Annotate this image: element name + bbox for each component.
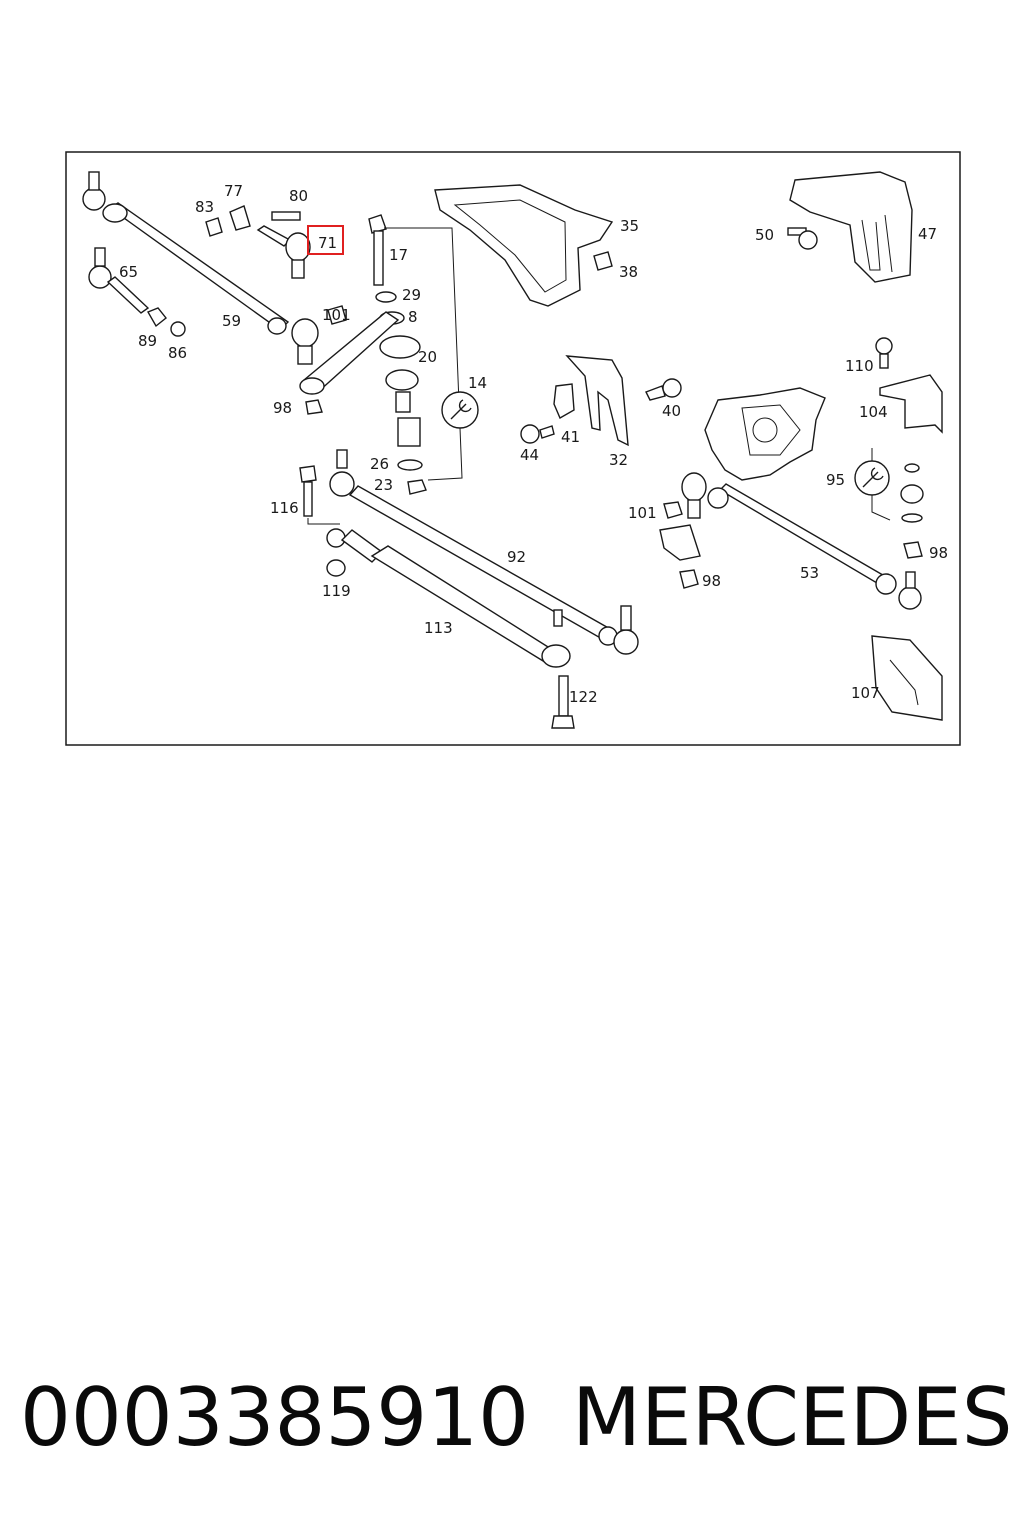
tie-rod-53 xyxy=(663,472,923,610)
callout: 41 xyxy=(561,428,580,446)
callout: 17 xyxy=(389,246,408,264)
callout: 83 xyxy=(195,198,214,216)
ball-joint-71 xyxy=(205,205,311,279)
callout: 92 xyxy=(507,548,526,566)
bolt-122 xyxy=(551,675,575,729)
callout: 98 xyxy=(273,399,292,417)
bracket-47 xyxy=(787,171,913,283)
callout: 47 xyxy=(918,225,937,243)
callout: 40 xyxy=(662,402,681,420)
callout: 101 xyxy=(322,306,351,324)
idler-arm-stack xyxy=(299,291,427,495)
bracket-104 xyxy=(875,337,943,434)
wrench-icon-95 xyxy=(854,460,890,496)
callout: 53 xyxy=(800,564,819,582)
callout: 20 xyxy=(418,348,437,366)
callout: 65 xyxy=(119,263,138,281)
callout: 14 xyxy=(468,374,487,392)
bolt-116 xyxy=(299,465,317,517)
callout: 98 xyxy=(929,544,948,562)
callout: 32 xyxy=(609,451,628,469)
callout: 98 xyxy=(702,572,721,590)
callout: 101 xyxy=(628,504,657,522)
callout: 116 xyxy=(270,499,299,517)
callout-labels: 83 77 80 71 17 35 38 50 47 65 59 89 86 1… xyxy=(119,182,948,706)
tie-rod-upper xyxy=(82,171,319,365)
splash-shield-35 xyxy=(434,184,614,307)
callout: 35 xyxy=(620,217,639,235)
callout: 110 xyxy=(845,357,874,375)
part-number: 0003385910 xyxy=(20,1371,529,1464)
callout: 89 xyxy=(138,332,157,350)
brand-name: MERCEDES xyxy=(572,1371,1013,1464)
callout-highlighted: 71 xyxy=(318,234,337,252)
callout: 113 xyxy=(424,619,453,637)
bracket-32 xyxy=(520,355,682,447)
shield-107 xyxy=(871,635,943,721)
callout: 86 xyxy=(168,344,187,362)
callout: 95 xyxy=(826,471,845,489)
bolt-17 xyxy=(368,214,387,286)
wrench-icon-14 xyxy=(441,391,479,429)
callout: 38 xyxy=(619,263,638,281)
callout: 122 xyxy=(569,688,598,706)
callout: 104 xyxy=(859,403,888,421)
callout: 107 xyxy=(851,684,880,702)
callout: 44 xyxy=(520,446,539,464)
highlight-box xyxy=(307,225,344,255)
callout: 29 xyxy=(402,286,421,304)
callout: 80 xyxy=(289,187,308,205)
steering-damper-113 xyxy=(326,528,571,668)
callout: 8 xyxy=(408,308,418,326)
callout: 50 xyxy=(755,226,774,244)
drag-link-92 xyxy=(329,449,639,655)
callout: 119 xyxy=(322,582,351,600)
steering-gear xyxy=(659,387,826,561)
tie-rod-end-65 xyxy=(88,247,186,337)
callout: 59 xyxy=(222,312,241,330)
callout: 23 xyxy=(374,476,393,494)
callout: 26 xyxy=(370,455,389,473)
callout: 77 xyxy=(224,182,243,200)
